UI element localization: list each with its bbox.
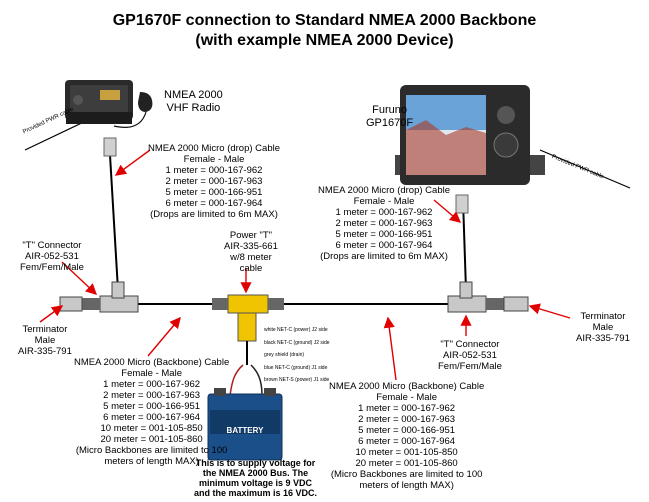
wire-label: brown NET-S (power) J1 side <box>264 377 330 383</box>
power-t-label: Power "T" AIR-335-661 w/8 meter cable <box>224 230 278 274</box>
term-right-line: Male <box>592 322 614 333</box>
supply-note-line: and the maximum is 16 VDC. <box>194 488 318 498</box>
furuno-label-line-2: GP1670F <box>366 117 414 129</box>
vhf-radio-device <box>65 80 153 157</box>
furuno-gp1670f-device <box>395 85 545 214</box>
drop-left-line: 2 meter = 000-167-963 <box>165 176 263 187</box>
backbone-right-line: 5 meter = 000-166-951 <box>358 425 456 436</box>
radio-pwr-cable <box>24 119 89 151</box>
supply-voltage-note: This is to supply voltage for the NMEA 2… <box>194 458 317 498</box>
t-left-line: "T" Connector <box>22 240 82 251</box>
term-left-line: Terminator <box>22 324 68 335</box>
backbone-left-line: 10 meter = 001-105-850 <box>100 423 203 434</box>
backbone-right-line: 2 meter = 000-167-963 <box>358 414 456 425</box>
t-connector-right-label: "T" Connector AIR-052-531 Fem/Fem/Male <box>438 339 502 372</box>
drop-right-line: 1 meter = 000-167-962 <box>335 207 433 218</box>
t-connector-left <box>82 281 139 313</box>
backbone-right-line: NMEA 2000 Micro (Backbone) Cable <box>329 381 485 392</box>
backbone-cable-right-label: NMEA 2000 Micro (Backbone) Cable Female … <box>329 381 484 491</box>
radio-label: NMEA 2000 VHF Radio <box>164 89 223 115</box>
backbone-right-line: 20 meter = 001-105-860 <box>355 458 458 469</box>
backbone-left-line: meters of length MAX) <box>104 456 199 467</box>
drop-cable-right <box>462 199 467 291</box>
term-left-line: AIR-335-791 <box>18 346 72 357</box>
power-t-connector <box>212 294 284 365</box>
terminator-right <box>503 296 529 312</box>
supply-note-line: This is to supply voltage for <box>195 458 316 468</box>
t-connector-left-label: "T" Connector AIR-052-531 Fem/Fem/Male <box>20 240 84 273</box>
t-right-line: "T" Connector <box>440 339 500 350</box>
backbone-left-line: 2 meter = 000-167-963 <box>103 390 201 401</box>
drop-left-line: 5 meter = 000-166-951 <box>165 187 263 198</box>
supply-note-line: the NMEA 2000 Bus. The <box>202 468 309 478</box>
power-t-line: w/8 meter <box>230 252 272 263</box>
backbone-right-line: 1 meter = 000-167-962 <box>358 403 456 414</box>
battery-label: BATTERY <box>226 426 264 435</box>
backbone-right-line: Female - Male <box>376 392 437 403</box>
drop-left-line: Female - Male <box>183 154 245 165</box>
drop-left-line: (Drops are limited to 6m MAX) <box>150 209 278 220</box>
wire-legend: white NET-C (power) J2 side black NET-C … <box>264 324 330 387</box>
t-left-line: Fem/Fem/Male <box>20 262 84 273</box>
t-right-line: AIR-052-531 <box>443 350 497 361</box>
drop-cable-left-label: NMEA 2000 Micro (drop) Cable Female - Ma… <box>148 143 280 220</box>
t-connector-right <box>447 281 504 313</box>
annotation-arrows <box>39 149 571 381</box>
backbone-left-line: Female - Male <box>121 368 182 379</box>
backbone-left-line: (Micro Backbones are limited to 100 <box>75 445 228 456</box>
power-t-line: AIR-335-661 <box>224 241 278 252</box>
radio-label-line-1: NMEA 2000 <box>164 89 223 101</box>
terminator-right-label: Terminator Male AIR-335-791 <box>576 311 630 344</box>
backbone-left-line: 20 meter = 001-105-860 <box>100 434 203 445</box>
drop-right-line: 2 meter = 000-167-963 <box>335 218 433 229</box>
drop-cable-left <box>109 154 119 291</box>
backbone-right-line: meters of length MAX) <box>359 480 454 491</box>
furuno-pwr-cable <box>539 149 631 189</box>
drop-left-line: NMEA 2000 Micro (drop) Cable <box>148 143 280 154</box>
drop-right-line: Female - Male <box>353 196 415 207</box>
term-right-line: AIR-335-791 <box>576 333 630 344</box>
supply-note-line: minimum voltage is 9 VDC <box>199 478 313 488</box>
furuno-label-line-1: Furuno <box>372 104 407 116</box>
terminator-left-label: Terminator Male AIR-335-791 <box>18 324 72 357</box>
power-t-line: cable <box>239 263 263 274</box>
backbone-left-line: 5 meter = 000-166-951 <box>103 401 201 412</box>
drop-right-line: 5 meter = 000-166-951 <box>335 229 433 240</box>
t-left-line: AIR-052-531 <box>25 251 79 262</box>
term-left-line: Male <box>34 335 56 346</box>
drop-right-line: NMEA 2000 Micro (drop) Cable <box>318 185 450 196</box>
t-right-line: Fem/Fem/Male <box>438 361 502 372</box>
term-right-line: Terminator <box>580 311 626 322</box>
radio-label-line-2: VHF Radio <box>166 102 221 114</box>
title-line-2: (with example NMEA 2000 Device) <box>195 32 454 49</box>
backbone-left-line: NMEA 2000 Micro (Backbone) Cable <box>74 357 230 368</box>
drop-left-line: 1 meter = 000-167-962 <box>165 165 263 176</box>
backbone-right-line: 10 meter = 001-105-850 <box>355 447 458 458</box>
title-line-1: GP1670F connection to Standard NMEA 2000… <box>112 12 537 29</box>
drop-left-line: 6 meter = 000-167-964 <box>165 198 263 209</box>
wire-label: black NET-C (ground) J2 side <box>264 339 330 346</box>
backbone-right-line: 6 meter = 000-167-964 <box>358 436 456 447</box>
battery <box>207 388 283 461</box>
wire-label: blue NET-C (ground) J1 side <box>264 364 328 371</box>
backbone-right-line: (Micro Backbones are limited to 100 <box>330 469 483 480</box>
power-wires <box>229 364 263 397</box>
drop-cable-right-label: NMEA 2000 Micro (drop) Cable Female - Ma… <box>318 185 450 262</box>
backbone-cable-left-label: NMEA 2000 Micro (Backbone) Cable Female … <box>74 357 229 467</box>
wire-label: grey shield (drain) <box>264 352 305 358</box>
drop-right-line: (Drops are limited to 6m MAX) <box>320 251 448 262</box>
backbone-left-line: 6 meter = 000-167-964 <box>103 412 201 423</box>
terminator-left <box>59 296 83 312</box>
drop-right-line: 6 meter = 000-167-964 <box>335 240 433 251</box>
furuno-label: Furuno GP1670F <box>366 104 413 130</box>
power-t-line: Power "T" <box>229 230 272 241</box>
wire-label: white NET-C (power) J2 side <box>264 327 328 333</box>
backbone-left-line: 1 meter = 000-167-962 <box>103 379 201 390</box>
